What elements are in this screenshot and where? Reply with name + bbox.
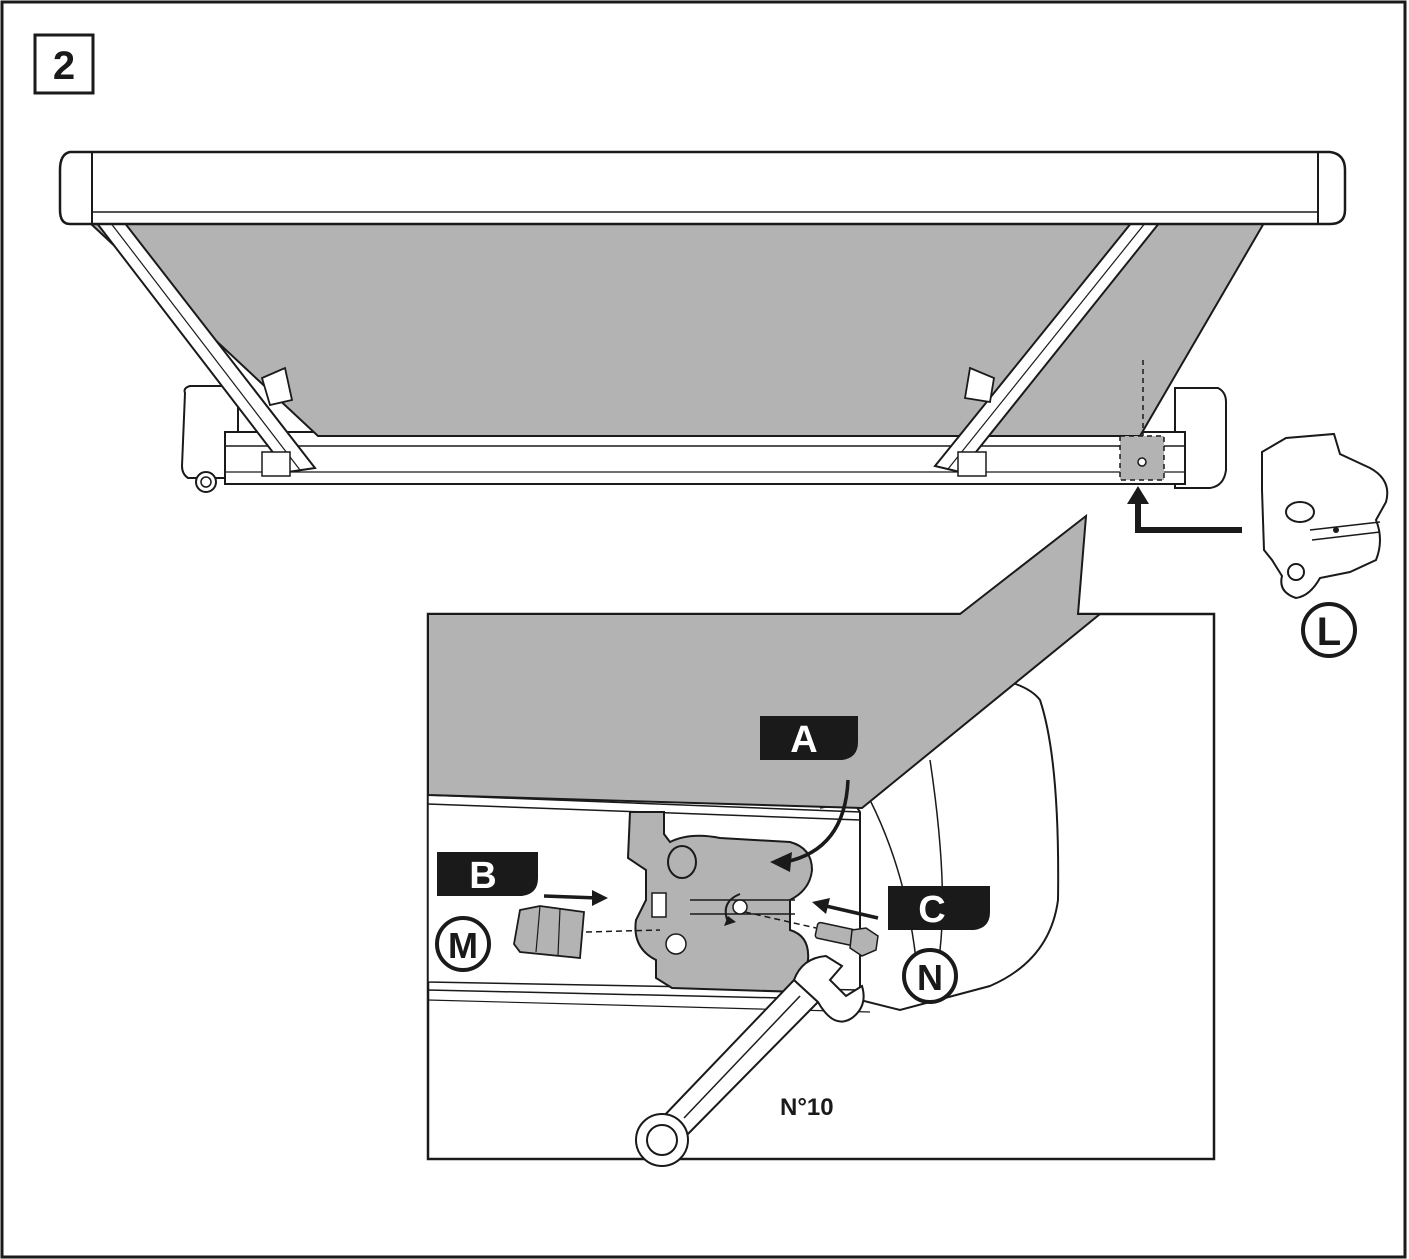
callout-L-label: L [1317, 610, 1341, 654]
label-B-text: B [469, 855, 496, 897]
callout-N-label: N [917, 957, 943, 998]
label-A-text: A [790, 719, 817, 761]
callout-L: L [1301, 602, 1357, 658]
left-end-screw [195, 471, 217, 493]
step-number: 2 [53, 44, 75, 88]
label-A: A [760, 716, 858, 761]
label-C-text: C [918, 889, 945, 931]
right-end-bracket [1174, 387, 1227, 489]
label-C: C [888, 886, 990, 931]
front-profile [58, 150, 1347, 226]
step-number-box: 2 [33, 33, 95, 95]
callout-N: N [902, 948, 958, 1004]
callout-M: M [435, 916, 491, 972]
end-plug-part [1261, 432, 1389, 600]
wedge-part-M [513, 905, 585, 959]
label-B: B [437, 852, 538, 897]
rear-bar [224, 431, 1186, 485]
wrench-tool [635, 954, 865, 1167]
inset-canvas-wedge [427, 513, 1103, 810]
callout-M-label: M [448, 925, 478, 966]
wrench-size-label: N°10 [780, 1094, 834, 1121]
bolt-part-N [814, 921, 879, 957]
detail-inset: N°10 [426, 513, 1216, 1167]
insert-arrow [1135, 500, 1242, 533]
awning-overview [58, 150, 1347, 493]
